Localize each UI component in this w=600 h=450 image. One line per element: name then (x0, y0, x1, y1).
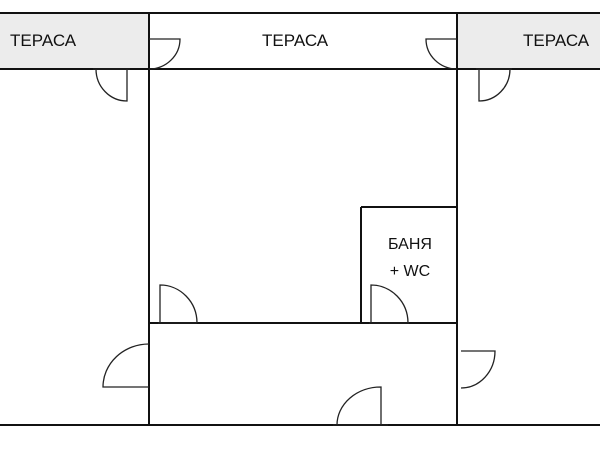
door-left-room (102, 343, 150, 388)
door-terrace-right-to-center (425, 38, 458, 70)
walls (0, 12, 600, 426)
door-center-room (158, 284, 198, 324)
label-terrace-right: ТЕРАСА (523, 31, 590, 50)
door-room-right-to-terrace (476, 68, 512, 102)
label-bathroom-2: + WC (390, 263, 430, 280)
terrace-left-area (0, 13, 149, 69)
label-terrace-center: ТЕРАСА (262, 31, 329, 50)
door-entrance (333, 386, 388, 426)
door-right-room (460, 350, 496, 389)
label-terrace-left: ТЕРАСА (10, 31, 77, 50)
door-bathroom (369, 284, 409, 324)
door-terrace-left-to-center (148, 38, 181, 70)
door-room-left-to-terrace (93, 68, 130, 102)
label-bathroom-1: БАНЯ (388, 236, 432, 253)
terrace-right-area (457, 13, 600, 69)
